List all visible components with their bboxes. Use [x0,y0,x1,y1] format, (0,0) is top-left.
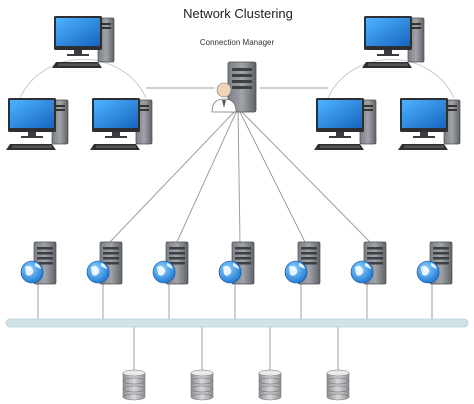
database-cylinder-icon-3 [258,369,282,401]
manager-to-server-5 [237,107,307,245]
desktop-computer-icon-left-bottom-2 [90,98,153,150]
manager-to-server-6 [237,107,373,245]
database-cylinder-icon-4 [326,369,350,401]
desktop-computer-icon-left-bottom-1 [6,98,69,150]
manager-to-server-2 [107,107,239,245]
workstations [6,16,461,150]
left-client-arc [19,58,147,99]
globe-server-icon-7 [416,241,453,285]
manager-to-server-3 [175,107,239,245]
database-cylinder-icon-1 [122,369,146,401]
globe-server-icon-6 [350,241,387,285]
network-bus [5,318,469,328]
database-cylinder-icon-2 [190,369,214,401]
diagram-title: Network Clustering [183,6,293,21]
connection-manager-label: Connection Manager [200,38,275,47]
desktop-computer-icon-right-bottom-1 [314,98,377,150]
databases [122,369,350,401]
desktop-computer-icon-left-top [52,16,115,68]
right-client-arc [327,58,455,99]
server-with-admin-icon [211,61,257,113]
globe-server-icon-2 [86,241,123,285]
web-servers [20,241,453,285]
globe-server-icon-5 [284,241,321,285]
connection-lines [19,58,455,370]
globe-server-icon-3 [152,241,189,285]
desktop-computer-icon-right-top [362,16,425,68]
globe-server-icon-1 [20,241,57,285]
desktop-computer-icon-right-bottom-2 [398,98,461,150]
manager-to-server-4 [237,107,241,245]
globe-server-icon-4 [218,241,255,285]
